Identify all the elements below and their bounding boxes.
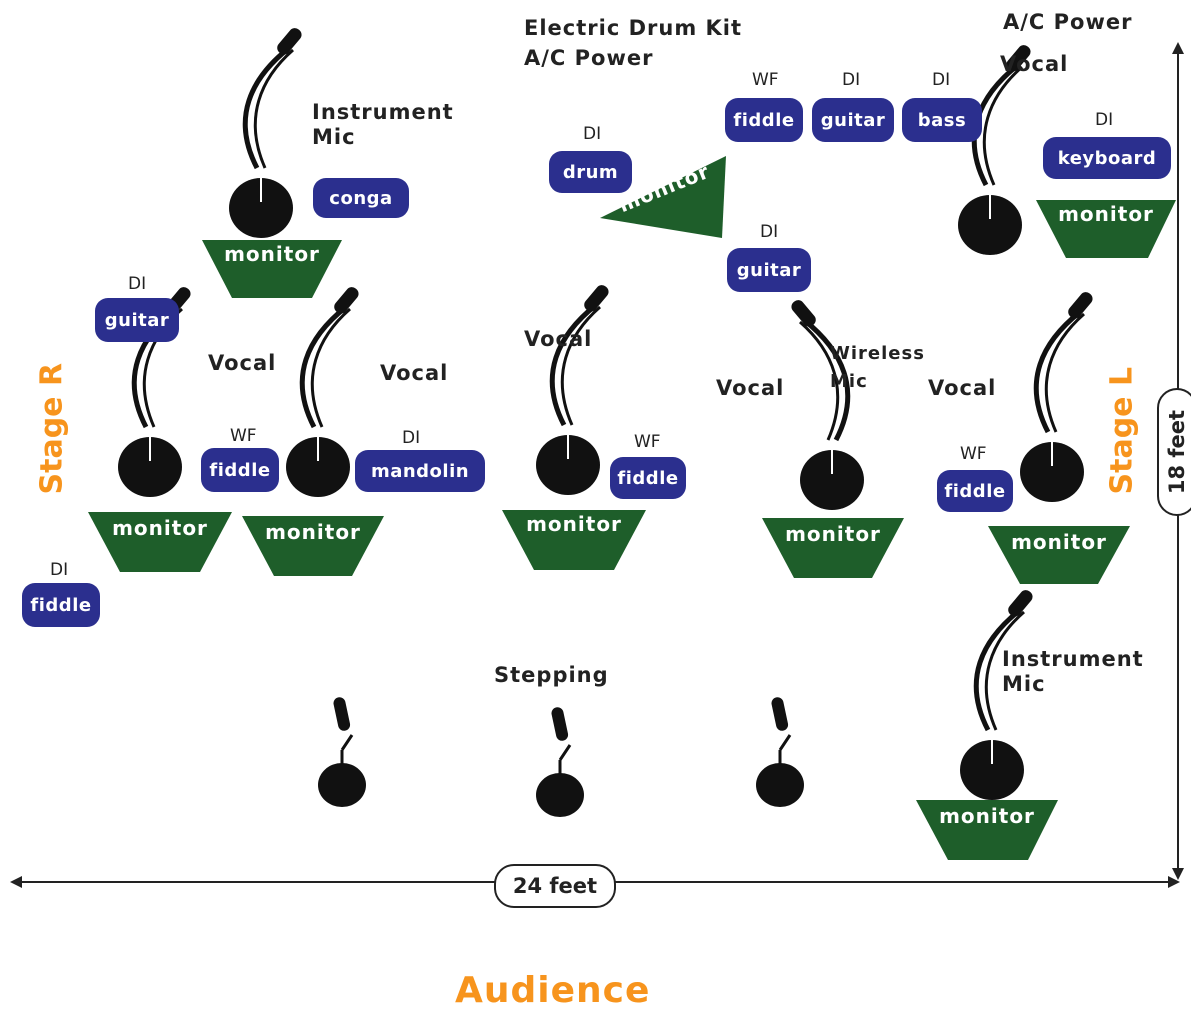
instrument-mic-bottom-label: Instrument Mic [1002, 647, 1144, 697]
wf-label: WF [960, 444, 987, 464]
vocal-label: Vocal [208, 351, 277, 375]
guitar-input-pill: guitar [727, 248, 811, 292]
monitor-wedge [88, 512, 232, 572]
fiddle-input-pill: fiddle [610, 457, 686, 499]
di-label: DI [50, 560, 69, 580]
electric-drum-kit-label: Electric Drum Kit [524, 16, 743, 40]
monitor-wedge [242, 516, 384, 576]
monitor-label: monitor [785, 522, 881, 546]
di-label: DI [932, 70, 951, 90]
fiddle-input-pill: fiddle [725, 98, 803, 142]
stage-right-label: Stage R [34, 362, 70, 495]
audience-label: Audience [455, 970, 651, 1011]
monitor-wedge [502, 510, 646, 570]
monitor-label: monitor [1011, 530, 1107, 554]
vocal-label: Vocal [380, 361, 449, 385]
fiddle-input-pill: fiddle [201, 448, 279, 492]
depth-dimension-label: 18 feet [1157, 388, 1191, 516]
mic-stand-icon [789, 298, 864, 510]
ac-power-center-label: A/C Power [524, 46, 654, 70]
monitor-label: monitor [1058, 202, 1154, 226]
monitor-label: monitor [265, 520, 361, 544]
mic-stand-icon [286, 285, 361, 497]
mandolin-input-pill: mandolin [355, 450, 485, 492]
stage-left-label: Stage L [1104, 366, 1140, 495]
small-mic-icon [316, 694, 368, 809]
vocal-label: Vocal [928, 376, 997, 400]
small-mic-icon [754, 694, 806, 809]
di-label: DI [760, 222, 779, 242]
monitor-wedge [1036, 200, 1176, 258]
monitor-wedge [600, 156, 726, 238]
ac-power-right-label: A/C Power [1003, 10, 1133, 34]
monitor-wedge [988, 526, 1130, 584]
conga-input-pill: conga [313, 178, 409, 218]
bass-input-pill: bass [902, 98, 982, 142]
guitar-input-pill: guitar [95, 298, 179, 342]
monitor-label: monitor [939, 804, 1035, 828]
di-label: DI [402, 428, 421, 448]
instrument-mic-top-label: Instrument Mic [312, 100, 454, 150]
monitor-wedge [916, 800, 1058, 860]
vocal-label: Vocal [524, 327, 593, 351]
vocal-top-right-label: Vocal [1000, 52, 1069, 76]
mic-stand-icon [1020, 290, 1095, 502]
guitar-input-pill: guitar [812, 98, 894, 142]
mic-stand-icon [536, 283, 611, 495]
monitors [88, 156, 1176, 860]
di-label: DI [583, 124, 602, 144]
di-label: DI [1095, 110, 1114, 130]
stepping-label: Stepping [494, 663, 609, 687]
monitor-wedge [762, 518, 904, 578]
monitor-wedge [202, 240, 342, 298]
mic-stand-icon [229, 26, 304, 238]
small-mic-icon [534, 704, 586, 819]
wf-label: WF [230, 426, 257, 446]
keyboard-input-pill: keyboard [1043, 137, 1171, 179]
di-label: DI [842, 70, 861, 90]
wf-label: WF [634, 432, 661, 452]
monitor-label: monitor [526, 512, 622, 536]
wireless-mic-label: Wireless Mic [830, 343, 925, 392]
wf-label: WF [752, 70, 779, 90]
di-label: DI [128, 274, 147, 294]
monitor-label: monitor [224, 242, 320, 266]
drum-input-pill: drum [549, 151, 632, 193]
fiddle-input-pill: fiddle [22, 583, 100, 627]
monitor-label: monitor [112, 516, 208, 540]
vocal-label: Vocal [716, 376, 785, 400]
width-dimension-label: 24 feet [494, 864, 616, 908]
fiddle-input-pill: fiddle [937, 470, 1013, 512]
